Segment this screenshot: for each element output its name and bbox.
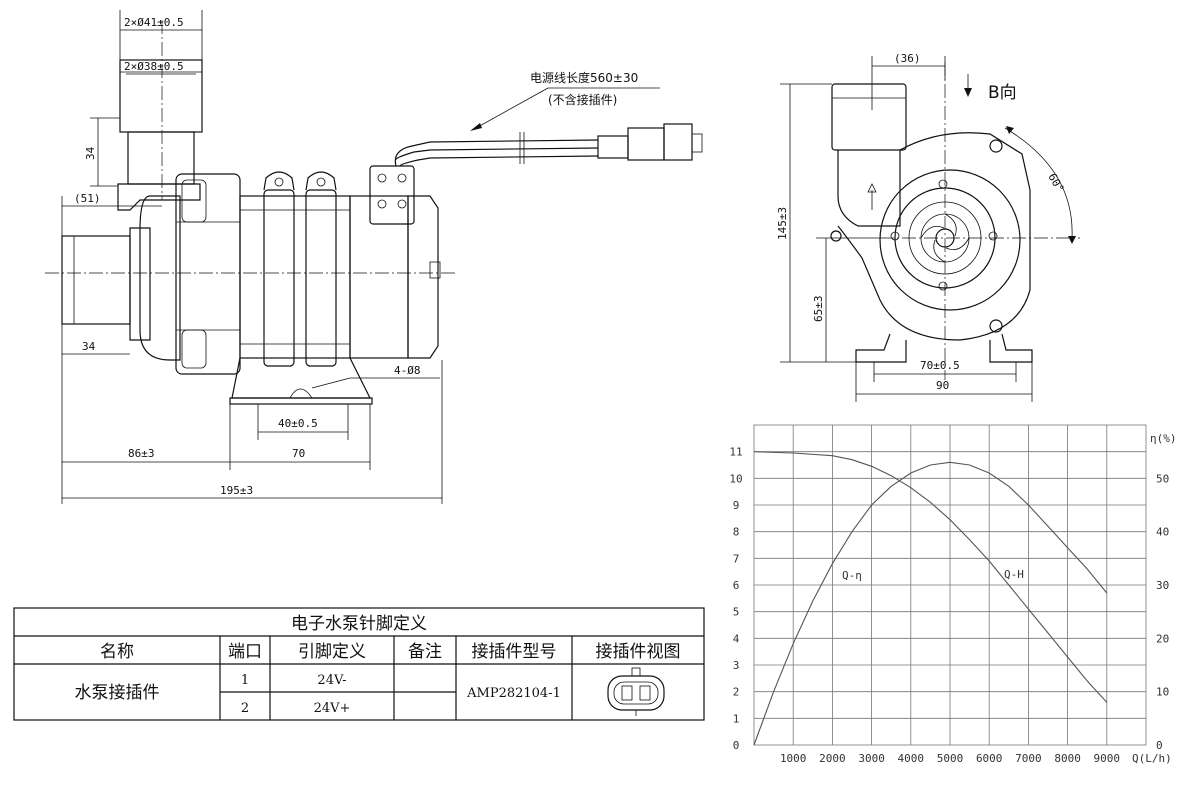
cable-connector-note: (不含接插件): [548, 92, 617, 107]
dim-total-length: 195±3: [220, 484, 253, 497]
header-port: 端口: [228, 642, 262, 662]
y-tick-label: 11: [729, 446, 742, 459]
dim-mount-holes: 4-Ø8: [394, 364, 421, 377]
y-tick-label: 4: [733, 632, 740, 645]
x-axis-label: Q(L/h): [1132, 752, 1172, 765]
table-title: 电子水泵针脚定义: [291, 614, 427, 634]
dim-inlet-to-base: 86±3: [128, 447, 155, 460]
y-tick-label: 9: [733, 499, 740, 512]
performance-chart: 1000 2000 3000 4000 5000 6000 7000 8000 9000 0 1 2 3…: [729, 424, 1177, 765]
x-tick-label: 3000: [858, 752, 885, 765]
y-tick-label: 7: [733, 552, 740, 565]
header-pin-def: 引脚定义: [298, 642, 366, 662]
y2-tick-label: 40: [1156, 526, 1169, 539]
y-tick-label: 3: [733, 659, 740, 672]
cell-def-1: 24V-: [317, 673, 346, 688]
x-tick-label: 2000: [819, 752, 846, 765]
dim-foot-spacing: 70±0.5: [920, 359, 960, 372]
cell-def-2: 24V+: [314, 701, 351, 716]
y-tick-label: 5: [733, 606, 740, 619]
dim-total-height: 145±3: [776, 207, 789, 240]
dim-inlet-offset: (51): [74, 192, 101, 205]
y2-tick-label: 50: [1156, 472, 1169, 485]
x-tick-label: 5000: [937, 752, 964, 765]
y2-tick-label: 20: [1156, 632, 1169, 645]
y-tick-label: 8: [733, 526, 740, 539]
series-line-qh: [753, 451, 1108, 703]
pin-definition-table: 电子水泵针脚定义 名称 端口 引脚定义 备注 接插件型号 接插件视图 水泵接插件…: [13, 607, 705, 721]
y2-tick-label: 10: [1156, 686, 1169, 699]
series-label-qh: Q-H: [1004, 568, 1024, 581]
y2-tick-label: 30: [1156, 579, 1169, 592]
header-view: 接插件视图: [596, 642, 681, 662]
connector-view-icon: [607, 667, 665, 716]
cell-model: AMP282104-1: [466, 686, 561, 701]
dim-hole-spacing: 40±0.5: [278, 417, 318, 430]
dim-inlet-length: 34: [82, 340, 96, 353]
dim-outlet-height: 34: [84, 146, 97, 160]
dim-connector-angle: 60°: [1045, 171, 1066, 195]
y-tick-label: 10: [729, 472, 742, 485]
cell-name: 水泵接插件: [75, 683, 160, 703]
y-tick-label: 1: [733, 712, 740, 725]
chart-grid: [753, 424, 1147, 746]
x-tick-label: 9000: [1094, 752, 1121, 765]
chart-ticks: 1000 2000 3000 4000 5000 6000 7000 8000 9000 0 1 2 3…: [729, 446, 1169, 765]
pump-side-view: 电源线长度560±30 (不含接插件) 2×Ø41±0.5 2×Ø38±0.5 …: [45, 10, 703, 504]
dim-outlet-offset: (36): [894, 52, 921, 65]
y-tick-label: 2: [733, 686, 740, 699]
cable-length-note: 电源线长度560±30: [530, 70, 638, 85]
dim-base-length: 70: [292, 447, 305, 460]
x-tick-label: 1000: [780, 752, 807, 765]
series-line-qeta: [753, 461, 1108, 746]
dim-outlet-id: 2×Ø38±0.5: [124, 60, 184, 73]
x-tick-label: 8000: [1054, 752, 1081, 765]
pump-front-view: 60° B向 (36) 145±3 65±3 70±0.5 90: [776, 52, 1080, 402]
series-label-qeta: Q-η: [842, 569, 862, 582]
y-tick-label: 0: [733, 739, 740, 752]
x-tick-label: 4000: [898, 752, 925, 765]
header-model: 接插件型号: [472, 642, 557, 662]
dim-center-height: 65±3: [812, 296, 825, 323]
y2-tick-label: 0: [1156, 739, 1163, 752]
y2-axis-label: η(%): [1150, 432, 1177, 445]
cell-port-2: 2: [241, 701, 249, 716]
cell-port-1: 1: [241, 673, 249, 688]
x-tick-label: 6000: [976, 752, 1003, 765]
header-note: 备注: [408, 642, 442, 662]
x-tick-label: 7000: [1015, 752, 1042, 765]
dim-outlet-od: 2×Ø41±0.5: [124, 16, 184, 29]
y-tick-label: 6: [733, 579, 740, 592]
chart-lines: [753, 451, 1108, 746]
header-name: 名称: [100, 642, 134, 662]
view-direction-label: B向: [988, 83, 1017, 103]
dim-foot-width: 90: [936, 379, 949, 392]
